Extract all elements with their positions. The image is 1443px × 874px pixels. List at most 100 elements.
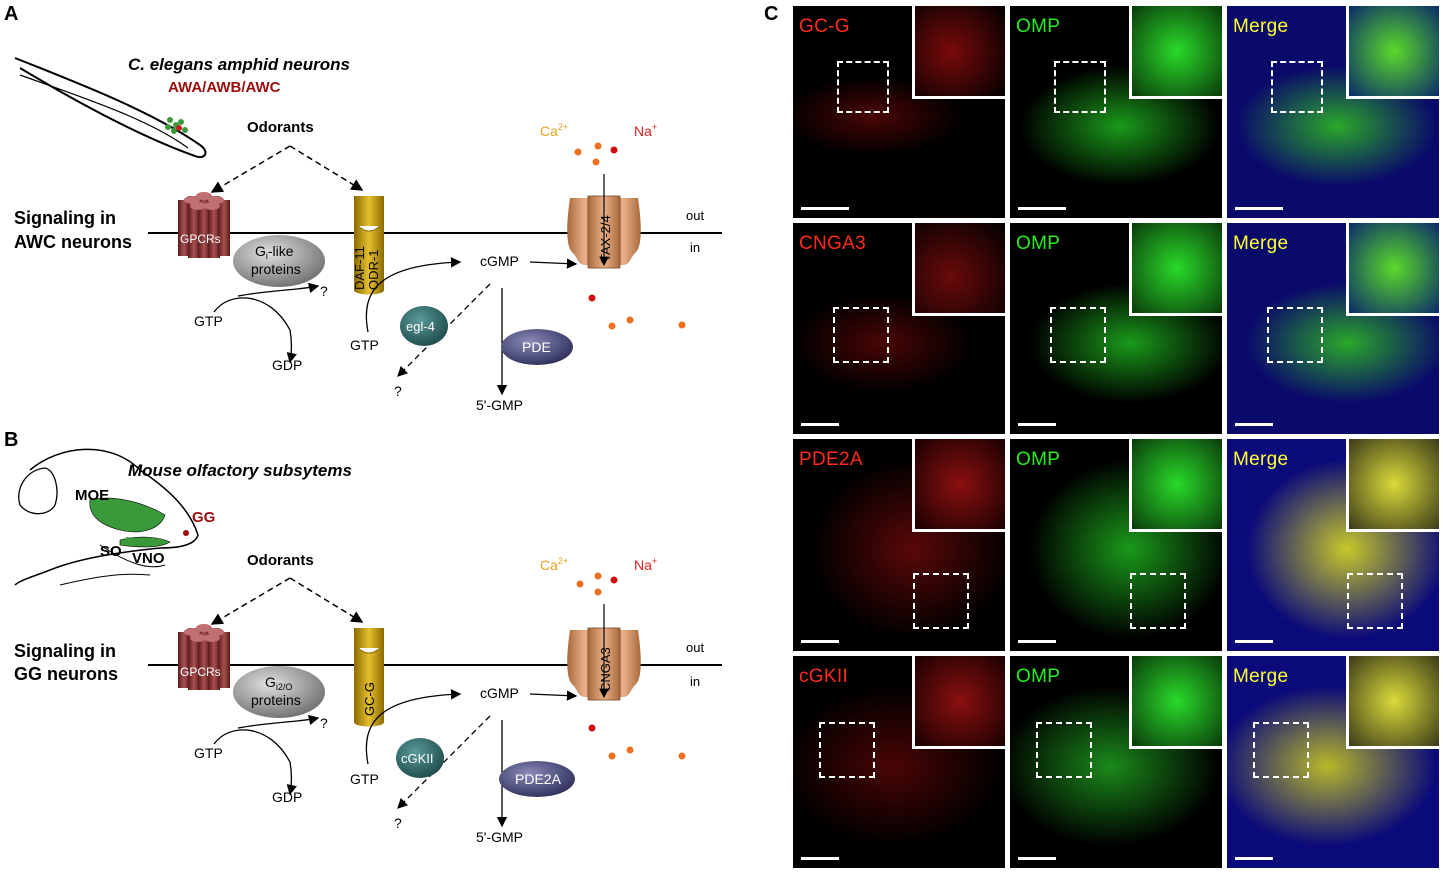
inset-r2-red [912,223,1005,316]
label-r3-red: PDE2A [799,449,863,470]
panel-a-out: out [686,208,704,223]
panel-b-gprotein-line2: proteins [251,692,301,708]
panel-a-pde-label: PDE [522,339,551,355]
micrograph-r2-merge: Merge [1227,223,1439,434]
scale-bar-r2-green [1018,423,1056,426]
label-r1-green: OMP [1016,16,1061,37]
label-r2-merge: Merge [1233,233,1289,254]
panel-a-gpcr [178,192,230,258]
panel-b-sodium: Na+ [634,556,657,573]
panel-a-cyclase [354,196,384,295]
inset-r4-merge [1346,656,1439,749]
panel-b-signaling-line2: GG neurons [14,664,118,684]
micrograph-r4-merge: Merge [1227,656,1439,868]
zoom-box-r3-green [1130,573,1186,629]
inset-r3-green [1129,439,1222,532]
panel-a-neurons: AWA/AWB/AWC [168,79,281,96]
panel-b-ions [576,572,686,760]
micrograph-r1-merge: Merge [1227,6,1439,218]
label-r2-green: OMP [1016,233,1061,254]
panel-a-question2: ? [394,383,402,399]
panel-b-gmp: 5'-GMP [476,829,523,845]
zoom-box-r2-green [1050,307,1106,363]
panel-a-calcium: Ca2+ [540,122,568,139]
panel-b-in: in [690,674,700,689]
label-r4-red: cGKII [799,666,849,687]
scale-bar-r1-merge [1235,207,1283,210]
signaling-diagram: A C. elegans amphid neurons AWA/AWB/AWC … [4,3,722,845]
panel-a-signaling-line1: Signaling in [14,208,116,228]
zoom-box-r3-merge [1347,573,1403,629]
label-r3-merge: Merge [1233,449,1289,470]
micrograph-grid: GC-G OMP Merge CNGA3 OMP Merge PDE2A [793,6,1439,868]
scale-bar-r4-red [801,857,839,860]
panel-b-gpcr-label: GPCRs [180,665,221,679]
inset-r1-green [1129,6,1222,99]
panel-b-signaling-line1: Signaling in [14,641,116,661]
panel-a-sodium: Na+ [634,122,657,139]
panel-a-gtp2: GTP [350,337,379,353]
inset-r2-green [1129,223,1222,316]
micrograph-r4-red: cGKII [793,656,1005,868]
panel-b-cyclase-label: GC-G [362,682,377,716]
panel-a-ions [574,142,686,330]
micrograph-r3-green: OMP [1010,439,1222,651]
panel-b-question1: ? [320,715,328,731]
scale-bar-r4-merge [1235,857,1273,860]
panel-a-question1: ? [320,283,328,299]
label-r4-merge: Merge [1233,666,1289,687]
panel-a-gprotein-line2: proteins [251,261,301,277]
panel-b-question2: ? [394,815,402,831]
panel-b-pde [499,761,575,797]
panel-a-kinase [400,306,448,346]
panel-a-pde [501,329,573,365]
label-r2-red: CNGA3 [799,233,866,254]
panel-b-pde-label: PDE2A [515,771,562,787]
micrograph-r1-green: OMP [1010,6,1222,218]
panel-letter-c: C [764,3,779,25]
panel-b-title: Mouse olfactory subsytems [128,461,352,480]
panel-b-gtp2: GTP [350,771,379,787]
panel-b-so: SO [100,543,122,560]
scale-bar-r1-red [801,207,849,210]
panel-a-gtp1: GTP [194,313,223,329]
panel-a-channel-label: TAX-2/4 [598,215,613,262]
panel-letter-b: B [4,429,18,451]
zoom-box-r1-red [837,61,889,113]
panel-b-cyclase [354,628,384,727]
panel-b-gg: GG [192,509,215,526]
panel-a-cyclase-line1: DAF-11 [352,246,367,290]
zoom-box-r1-green [1054,61,1106,113]
mouse-illustration [14,448,199,586]
panel-b-cgmp: cGMP [480,685,519,701]
micrograph-r3-red: PDE2A [793,439,1005,651]
panel-b-kinase [396,738,444,778]
worm-illustration [14,57,207,158]
micrograph-r1-red: GC-G [793,6,1005,218]
scale-bar-r4-green [1018,857,1056,860]
panel-a-gprotein [233,235,325,287]
zoom-box-r2-red [833,307,889,363]
inset-r2-merge [1346,223,1439,316]
inset-r1-red [912,6,1005,99]
panel-b-odorants: Odorants [247,552,314,569]
panel-b-kinase-label: cGKII [401,751,434,766]
panel-a-gpcr-label: GPCRs [180,232,221,246]
scale-bar-r3-green [1018,640,1056,643]
zoom-box-r2-merge [1267,307,1323,363]
panel-b-vno: VNO [132,550,165,567]
inset-r3-merge [1346,439,1439,532]
micrograph-r3-merge: Merge [1227,439,1439,651]
inset-r3-red [912,439,1005,532]
zoom-box-r4-red [819,722,875,778]
scale-bar-r3-red [801,640,839,643]
label-r4-green: OMP [1016,666,1061,687]
micrograph-r4-green: OMP [1010,656,1222,868]
panel-a-cgmp: cGMP [480,253,519,269]
inset-r4-green [1129,656,1222,749]
scale-bar-r2-merge [1235,423,1273,426]
inset-r4-red [912,656,1005,749]
panel-a-cyclase-line2: ODR-1 [366,250,381,290]
label-r1-red: GC-G [799,16,850,37]
panel-letter-a: A [4,3,18,25]
